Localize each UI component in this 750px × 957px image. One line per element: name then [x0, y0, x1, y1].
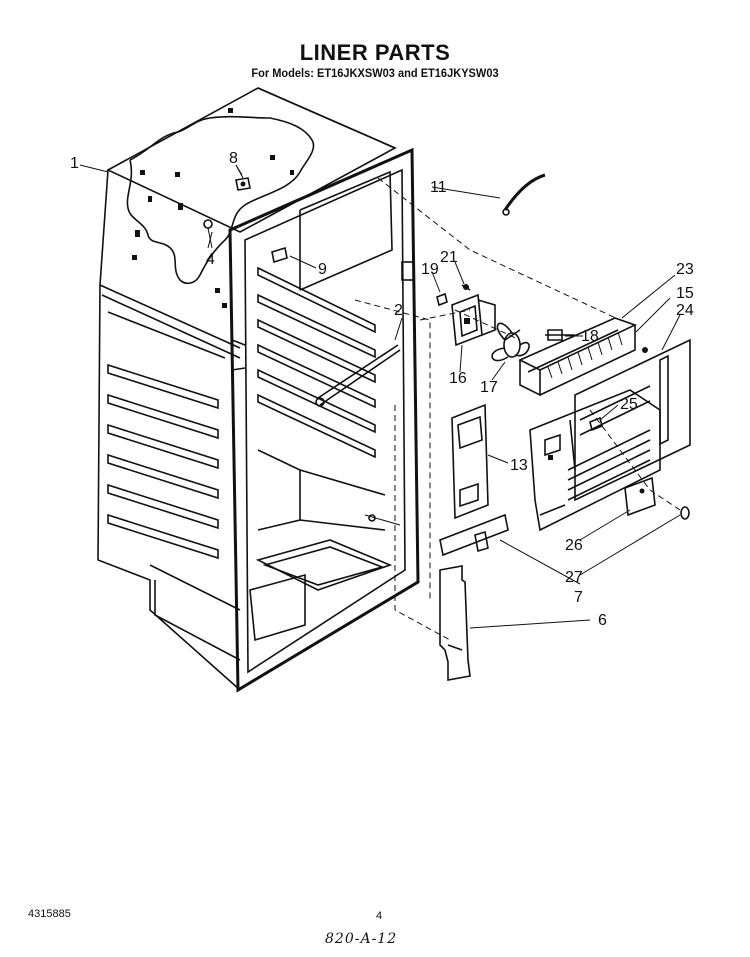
- part-23-duct-grille: [518, 317, 638, 397]
- callout-leader-lines: [79, 164, 681, 629]
- callout-2: 2: [394, 302, 403, 319]
- callout-8: 8: [229, 150, 238, 167]
- lower-evaporator-panel: [529, 389, 690, 532]
- part-24-evaporator-cover: [574, 338, 691, 502]
- callout-19: 19: [421, 261, 439, 278]
- callout-26: 26: [565, 537, 583, 554]
- callout-4: 4: [206, 251, 215, 268]
- callout-21: 21: [440, 249, 458, 266]
- handwritten-note: 820-A-12: [325, 931, 398, 947]
- callout-17: 17: [480, 379, 498, 396]
- cabinet-liner: [97, 87, 397, 691]
- callout-9: 9: [318, 261, 327, 278]
- part-18-screw: [545, 329, 575, 341]
- model-subtitle: For Models: ET16JKXSW03 and ET16JKYSW03: [251, 66, 499, 80]
- part-13-panel: [451, 403, 489, 520]
- callout-24: 24: [676, 302, 694, 319]
- fan-motor-assembly: [436, 284, 530, 362]
- page-number: 4: [376, 910, 383, 922]
- part-6-channel: [439, 565, 471, 681]
- callout-25: 25: [620, 396, 638, 413]
- callout-23: 23: [676, 261, 694, 278]
- liner-front-frame: [228, 147, 420, 693]
- callout-7: 7: [574, 589, 583, 606]
- callout-1: 1: [70, 155, 79, 172]
- document-part-number: 4315885: [28, 908, 71, 920]
- callout-16: 16: [449, 370, 467, 387]
- callout-18: 18: [581, 328, 599, 345]
- callout-13: 13: [510, 457, 528, 474]
- callout-27: 27: [565, 569, 583, 586]
- part-7-bracket: [439, 513, 509, 557]
- page-title: LINER PARTS: [299, 40, 451, 65]
- callout-15: 15: [676, 285, 694, 302]
- callout-11: 11: [430, 179, 447, 196]
- callout-6: 6: [598, 612, 607, 629]
- part-11-wire: [502, 173, 546, 216]
- callout-labels: 1 2 4 6 7 8 9 11 13 15 16 17 18 19 21 23…: [70, 150, 694, 629]
